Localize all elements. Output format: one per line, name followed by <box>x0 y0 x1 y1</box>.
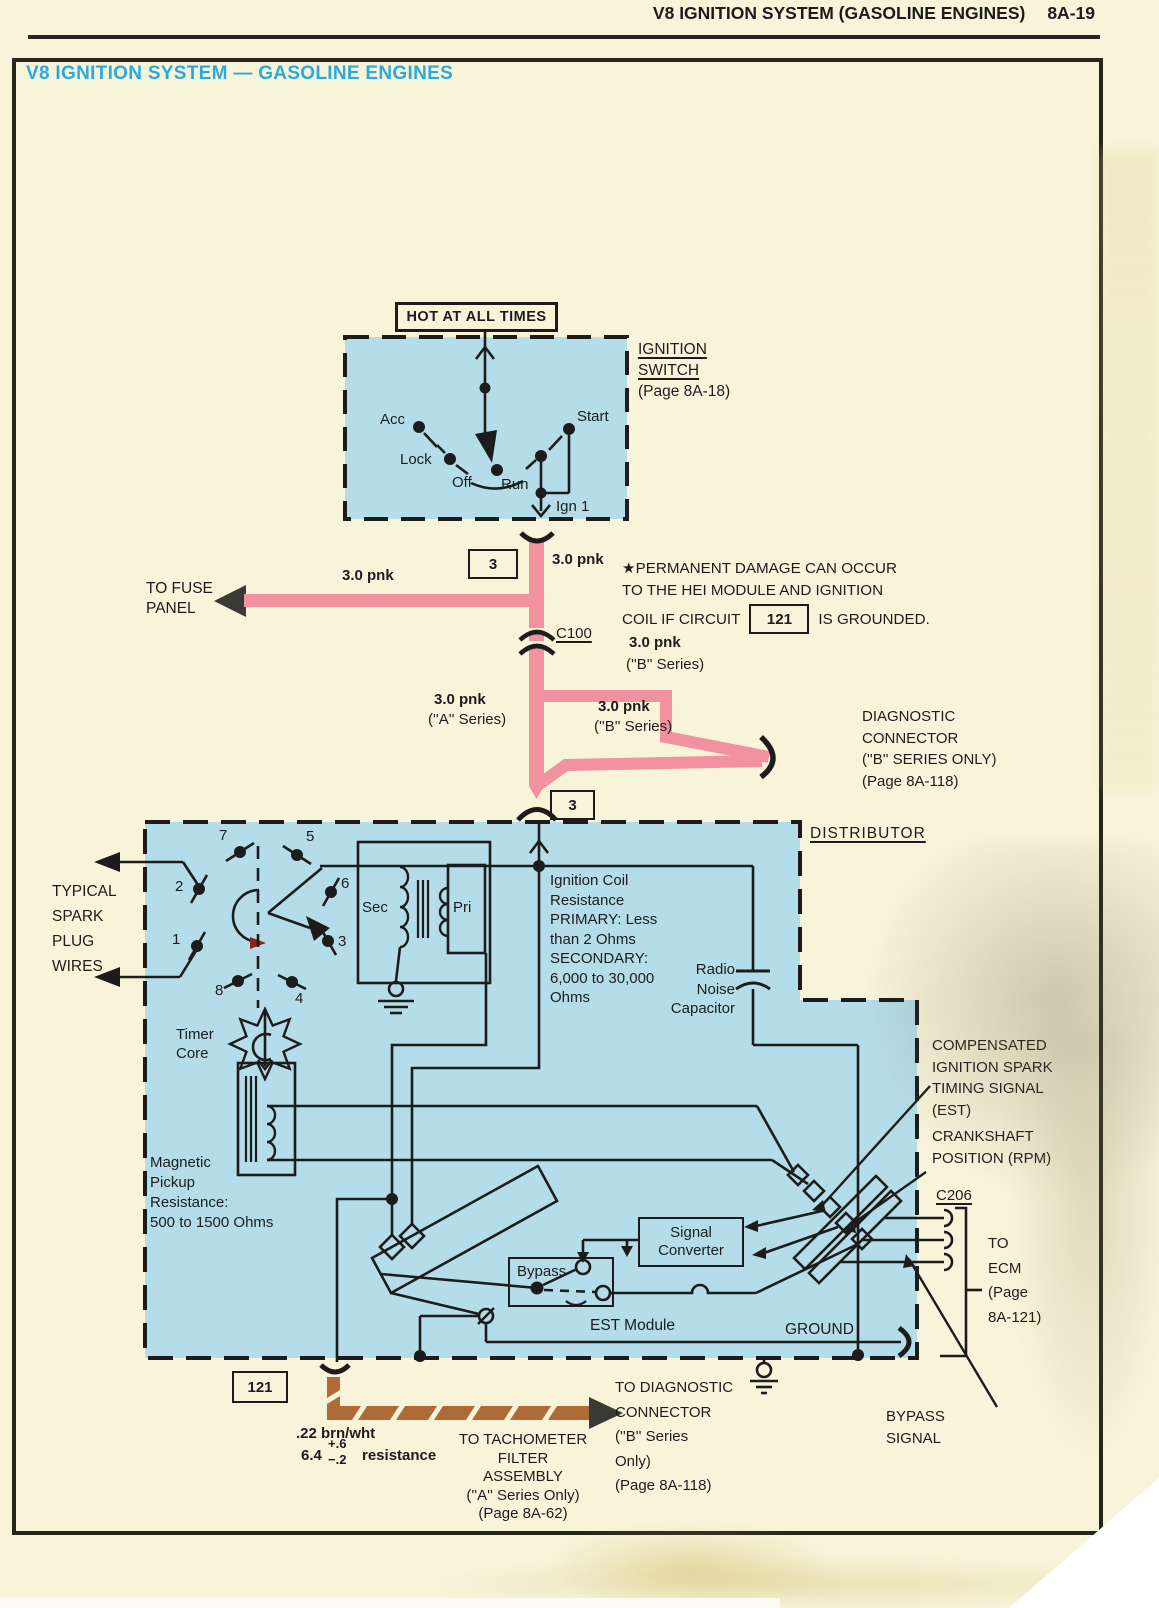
ground-label: GROUND <box>785 1321 854 1338</box>
contact-6: 6 <box>341 875 350 892</box>
page-header: V8 IGNITION SYSTEM (GASOLINE ENGINES) 8A… <box>653 3 1095 24</box>
pnk-below-switch: 3.0 pnk <box>552 551 604 568</box>
spark-plug-wires-label: TYPICAL SPARK PLUG WIRES <box>52 883 117 975</box>
c100-connector-icon <box>518 629 556 642</box>
switch-pos-lock: Lock <box>400 451 432 468</box>
page-frame <box>12 58 1103 1535</box>
warning-note: ★PERMANENT DAMAGE CAN OCCUR TO THE HEI M… <box>622 559 930 634</box>
contact-8: 8 <box>215 982 224 999</box>
sec-label: Sec <box>362 899 388 916</box>
ignition-coil-icon <box>356 840 492 1015</box>
ignition-switch-label-1: IGNITION <box>638 341 707 358</box>
switch-pos-ign1: Ign 1 <box>556 498 590 515</box>
to-tachometer-label: TO TACHOMETER FILTER ASSEMBLY (''A'' Ser… <box>458 1431 588 1522</box>
bypass-box: Bypass <box>508 1257 614 1307</box>
resistance-word: resistance <box>362 1447 437 1464</box>
signal-converter-box: Signal Converter <box>638 1217 744 1267</box>
note-circuit-121-box: 121 <box>749 604 810 634</box>
cap-contacts <box>187 841 341 991</box>
b-series-branch: (''B'' Series) <box>594 718 673 735</box>
to-diagnostic-label: TO DIAGNOSTIC CONNECTOR (''B'' Series On… <box>615 1379 734 1494</box>
b-series-c100: (''B'' Series) <box>626 656 705 673</box>
contact-2: 2 <box>175 878 184 895</box>
switch-pos-start: Start <box>577 408 609 425</box>
pink-harness <box>214 531 776 822</box>
switch-pos-run: Run <box>501 476 529 493</box>
pointer-lines <box>812 1085 999 1408</box>
pnk-b-series-branch: 3.0 pnk <box>598 698 650 715</box>
hot-at-all-times-box: HOT AT ALL TIMES <box>395 302 558 332</box>
to-ecm-label: TO ECM (Page 8A-121) <box>988 1235 1042 1326</box>
ground-symbol-icon <box>750 1358 778 1395</box>
contact-3: 3 <box>338 933 347 950</box>
magnetic-pickup-label: Magnetic Pickup Resistance: 500 to 1500 … <box>150 1154 274 1231</box>
a-series: (''A'' Series) <box>428 711 507 728</box>
ground-run <box>414 1307 912 1362</box>
diagnostic-connector-label: DIAGNOSTIC CONNECTOR (''B'' SERIES ONLY)… <box>862 708 997 790</box>
circuit-121-box: 121 <box>232 1371 288 1403</box>
contact-7: 7 <box>219 827 228 844</box>
bypass-switch-icon <box>530 1258 612 1307</box>
ignition-switch-label-2: SWITCH <box>638 362 700 379</box>
contact-4: 4 <box>295 990 304 1007</box>
resistance-value: 6.4 <box>301 1447 322 1464</box>
spark-plug-arrows <box>94 852 200 987</box>
switch-pos-acc: Acc <box>380 411 406 428</box>
circuit-3-box-lower: 3 <box>550 790 595 820</box>
diagnostic-connector-icon <box>759 734 776 780</box>
header-page-number: 8A-19 <box>1047 3 1095 23</box>
est-module-label: EST Module <box>590 1317 676 1334</box>
page-bottom-edge <box>0 1598 780 1608</box>
pnk-to-fuse: 3.0 pnk <box>342 567 394 584</box>
circuit-121-connector-icon <box>319 1363 351 1375</box>
c206-label: C206 <box>936 1187 972 1204</box>
pin-block-icon <box>786 1163 903 1285</box>
tach-wire-arrow-icon <box>589 1397 623 1429</box>
crankshaft-label: CRANKSHAFT POSITION (RPM) <box>932 1128 1052 1167</box>
c100-label: C100 <box>556 625 592 642</box>
note-line2: TO THE HEI MODULE AND IGNITION <box>622 582 884 599</box>
coil-resistance-label: Ignition Coil Resistance PRIMARY: Less t… <box>550 872 658 1006</box>
rotor-icon <box>231 867 330 949</box>
pnk-b-series-c100: 3.0 pnk <box>629 634 681 651</box>
est-signal-label: COMPENSATED IGNITION SPARK TIMING SIGNAL… <box>932 1037 1053 1119</box>
c206-connector-icon <box>940 1206 982 1358</box>
brown-tach-wire <box>319 1363 623 1429</box>
resistance-minus: −.2 <box>328 1452 347 1467</box>
note-line1: ★PERMANENT DAMAGE CAN OCCUR <box>622 560 897 577</box>
brn-wht-label: .22 brn/wht <box>296 1425 376 1442</box>
circuit-3-box-upper: 3 <box>468 549 518 579</box>
header-title: V8 IGNITION SYSTEM (GASOLINE ENGINES) <box>652 3 1026 23</box>
pri-label: Pri <box>453 899 472 916</box>
distributor-internals <box>94 822 864 1362</box>
contact-5: 5 <box>306 828 315 845</box>
radio-capacitor-label: Radio Noise Capacitor <box>670 961 735 1017</box>
est-module-graphics <box>370 1163 982 1395</box>
switch-pos-off: Off <box>452 474 472 491</box>
resistance-plus: +.6 <box>328 1436 347 1451</box>
note-line3: COIL IF CIRCUIT 121 IS GROUNDED. <box>622 604 930 634</box>
radio-capacitor-icon <box>735 866 864 1361</box>
distributor-input-connector-icon <box>516 807 558 822</box>
page-title: V8 IGNITION SYSTEM — GASOLINE ENGINES <box>26 63 454 84</box>
contact-1: 1 <box>172 931 181 948</box>
header-rule <box>28 35 1100 39</box>
ignition-switch-page-ref: (Page 8A-18) <box>638 383 731 400</box>
timer-core-label: Timer Core <box>176 1026 214 1062</box>
ignition-switch-internals <box>413 331 575 519</box>
switch-output-connector-icon <box>519 531 555 544</box>
to-fuse-panel: TO FUSE PANEL <box>146 580 213 617</box>
pnk-a-series: 3.0 pnk <box>434 691 486 708</box>
bypass-signal-label: BYPASS SIGNAL <box>886 1408 945 1447</box>
distributor-title: DISTRIBUTOR <box>810 825 926 842</box>
magnetic-pickup-icon <box>236 1061 297 1177</box>
